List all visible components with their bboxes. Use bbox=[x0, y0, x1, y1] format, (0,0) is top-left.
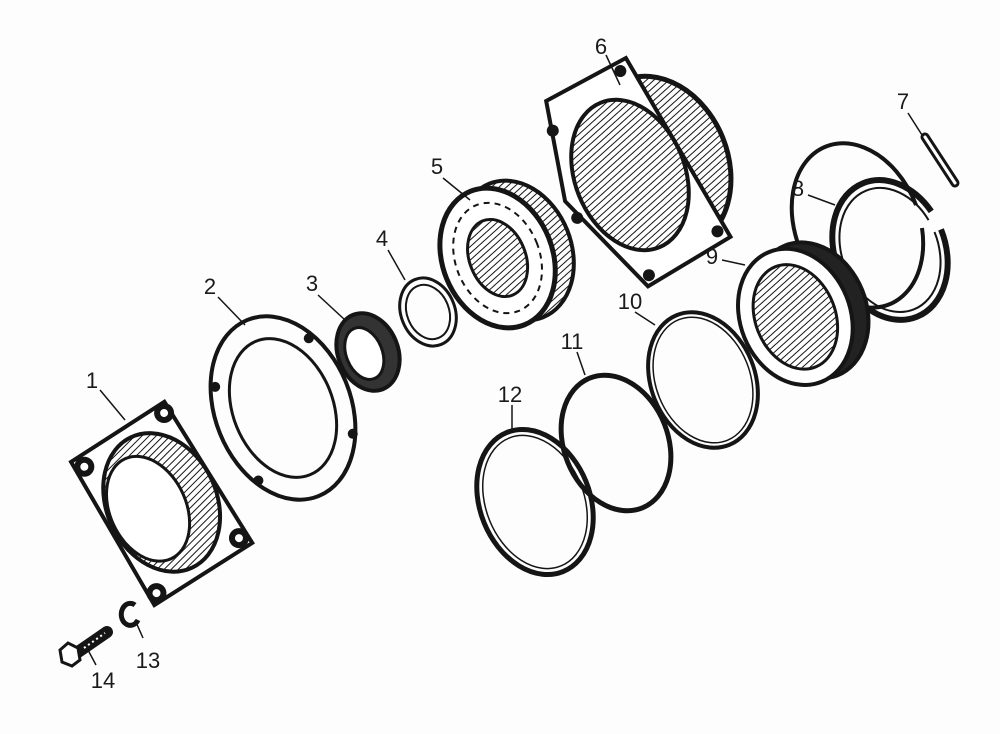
part-2-gasket bbox=[208, 314, 358, 502]
part-14-bolt bbox=[58, 626, 113, 668]
label-8: 8 bbox=[792, 176, 804, 201]
label-1: 1 bbox=[86, 368, 98, 393]
label-7: 7 bbox=[897, 89, 909, 114]
label-13: 13 bbox=[136, 648, 160, 673]
part-4-lock-washer bbox=[398, 276, 458, 348]
part-5-bearing bbox=[437, 178, 576, 331]
label-9: 9 bbox=[706, 244, 718, 269]
label-10: 10 bbox=[618, 289, 642, 314]
part-11-o-ring bbox=[558, 372, 674, 514]
label-11: 11 bbox=[561, 329, 584, 354]
leader-lines bbox=[87, 54, 923, 666]
label-3: 3 bbox=[306, 271, 318, 296]
label-14: 14 bbox=[91, 668, 115, 693]
part-3-nut bbox=[334, 311, 402, 393]
label-5: 5 bbox=[431, 154, 443, 179]
part-9-seal bbox=[736, 240, 871, 387]
part-7-pin bbox=[920, 132, 960, 188]
part-13-spring-washer bbox=[118, 600, 141, 628]
part-12-o-ring bbox=[474, 426, 596, 578]
label-4: 4 bbox=[376, 226, 388, 251]
label-6: 6 bbox=[595, 34, 607, 59]
part-10-o-ring bbox=[646, 310, 760, 450]
label-2: 2 bbox=[204, 274, 216, 299]
part-6-housing bbox=[543, 55, 734, 289]
label-12: 12 bbox=[498, 382, 522, 407]
part-1-flange-cap bbox=[68, 399, 255, 608]
part-labels: 1 2 3 4 5 6 7 8 9 10 11 12 13 14 bbox=[86, 34, 909, 693]
